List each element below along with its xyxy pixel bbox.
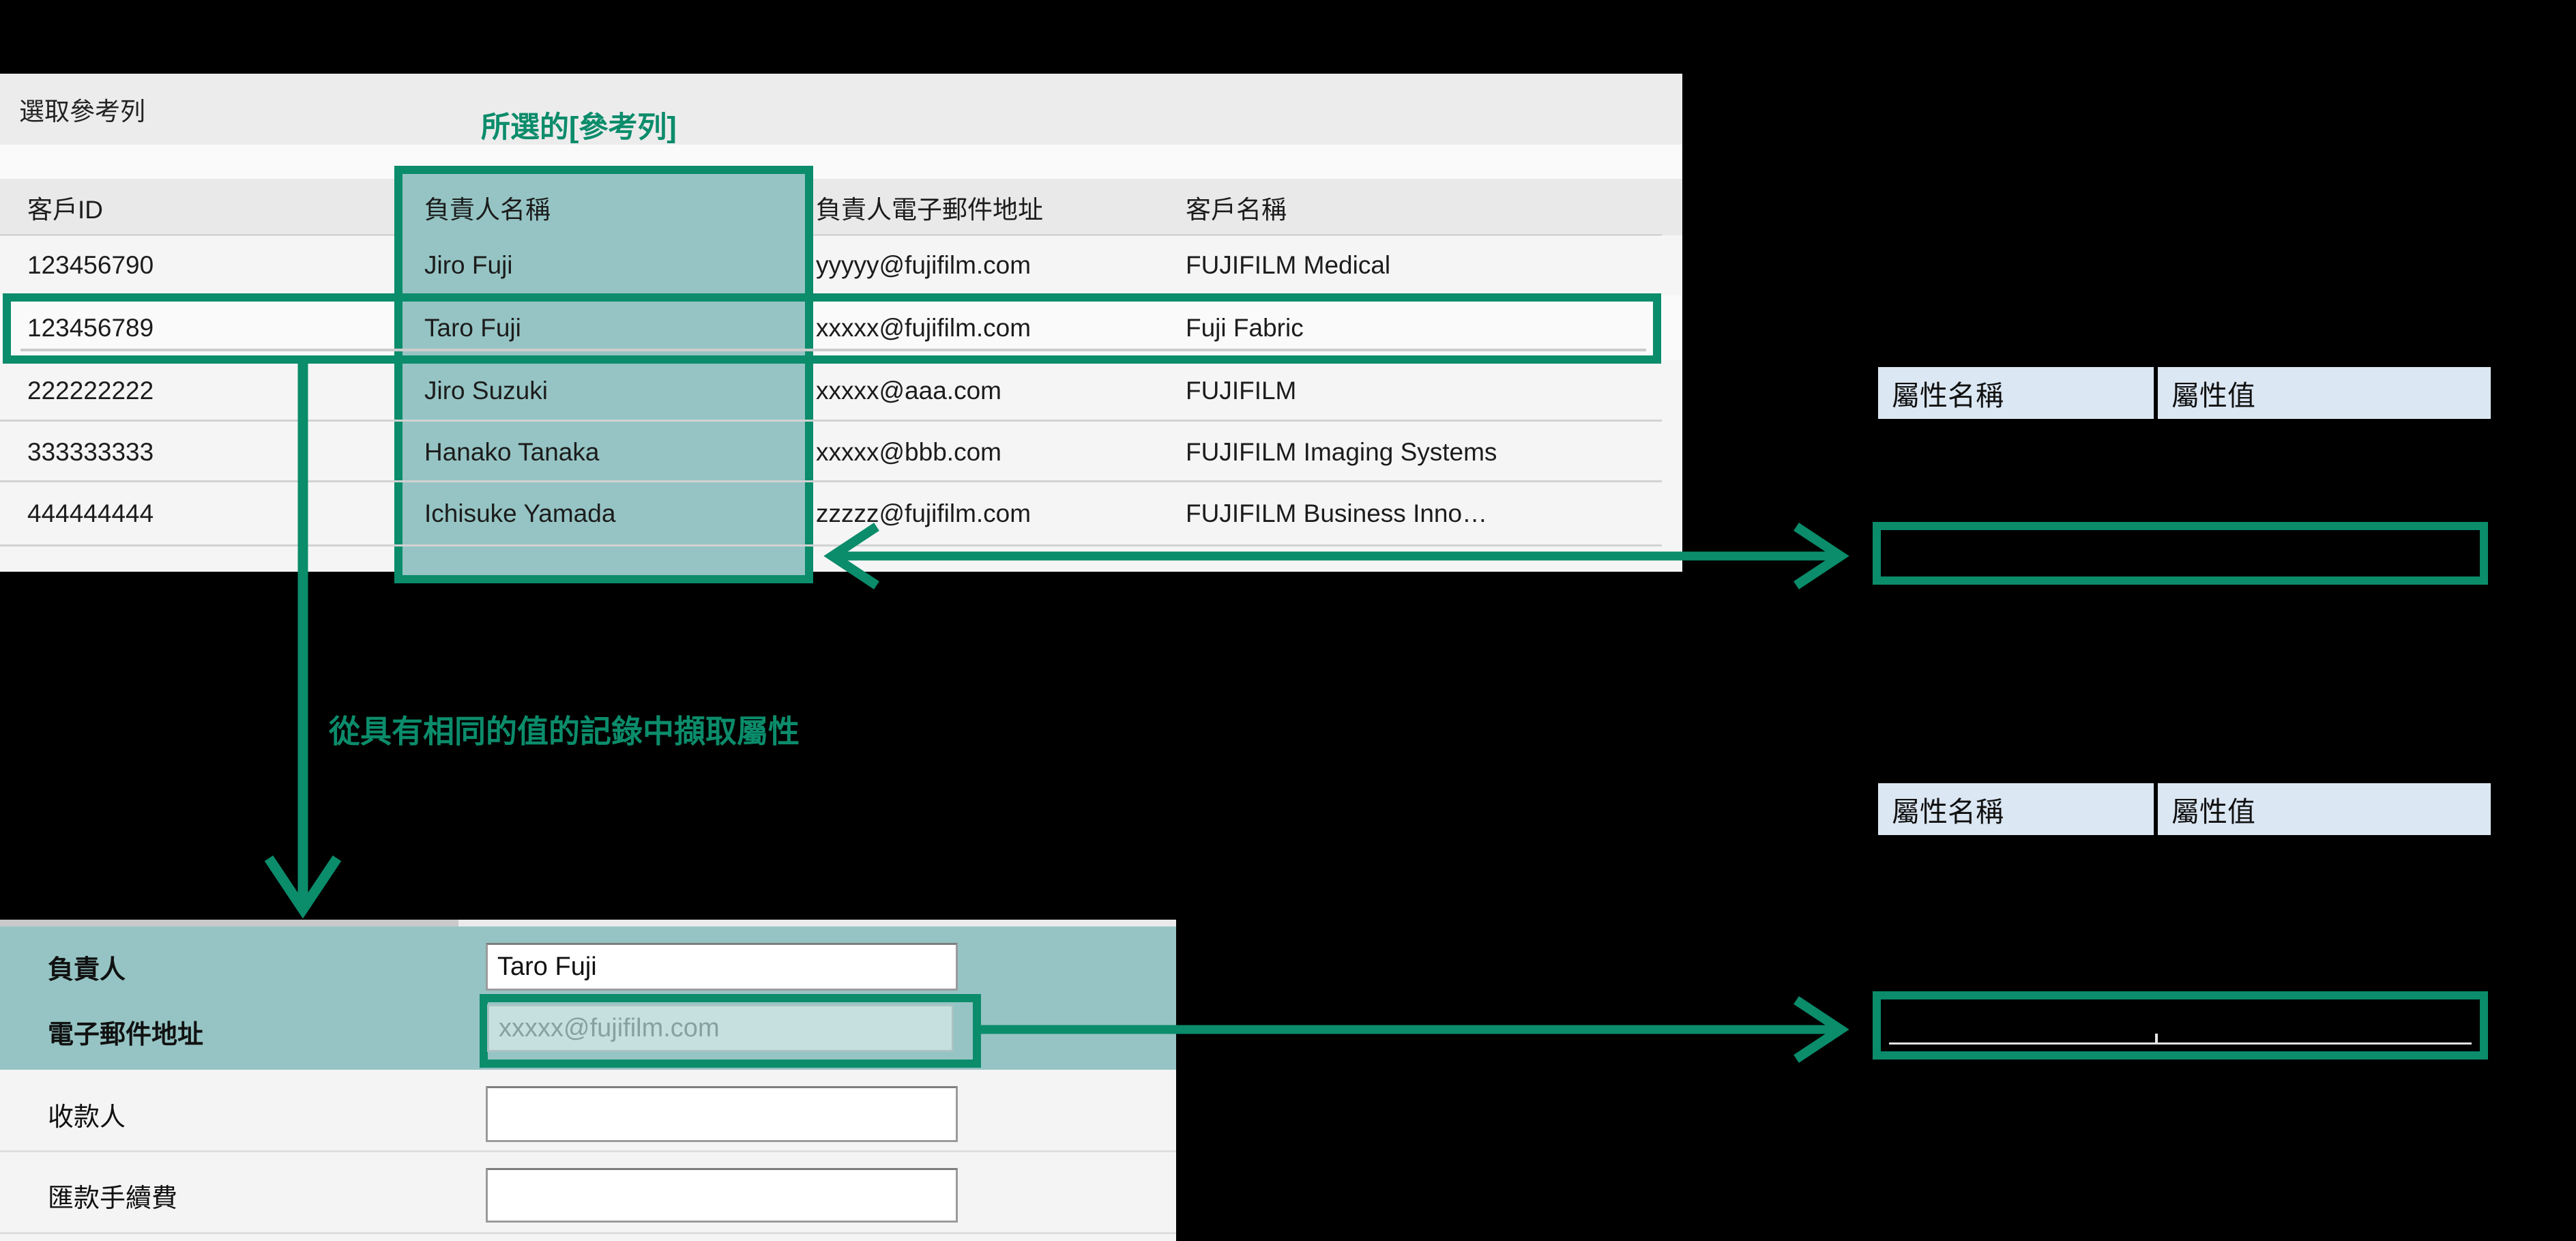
email-annotation-box bbox=[480, 994, 981, 1068]
selected-row-shadow bbox=[20, 349, 1646, 351]
cell-manager-name: Jiro Fuji bbox=[424, 251, 513, 279]
selected-row-annotation-box bbox=[3, 293, 1661, 364]
form-top-strip-left bbox=[0, 920, 458, 926]
email-input[interactable] bbox=[487, 1004, 954, 1052]
cell-customer-name: FUJIFILM bbox=[1186, 377, 1297, 405]
cell-customer-name: FUJIFILM Medical bbox=[1186, 251, 1391, 279]
extract-attributes-label: 從具有相同的值的記錄中擷取屬性 bbox=[329, 714, 800, 749]
selected-column-highlight bbox=[394, 166, 813, 583]
right-arrowhead-icon bbox=[1794, 996, 1849, 1063]
attr-name-header-cell: 屬性名稱 bbox=[1878, 367, 2154, 419]
column-header-customer-id: 客戶ID bbox=[27, 196, 103, 224]
cell-customer-id: 444444444 bbox=[27, 499, 154, 527]
table-row[interactable]: 333333333 Hanako Tanaka xxxxx@bbb.com FU… bbox=[0, 422, 1682, 482]
cell-manager-email: zzzzz@fujifilm.com bbox=[816, 499, 1031, 527]
cell-customer-name: FUJIFILM Business Inno… bbox=[1186, 499, 1488, 527]
fee-input[interactable] bbox=[486, 1168, 958, 1223]
cell-customer-id: 222222222 bbox=[27, 377, 154, 405]
payee-label: 收款人 bbox=[48, 1103, 126, 1132]
row-divider bbox=[0, 480, 1662, 482]
selected-column-label: 所選的[參考列] bbox=[481, 111, 677, 144]
cell-manager-email: xxxxx@fujifilm.com bbox=[816, 313, 1031, 342]
attribute-value-annotation-box-1 bbox=[1873, 522, 2488, 585]
email-label: 電子郵件地址 bbox=[48, 1020, 204, 1049]
attr-value-header-cell: 屬性值 bbox=[2158, 783, 2491, 835]
row-divider bbox=[0, 544, 1662, 546]
cell-customer-id: 123456790 bbox=[27, 251, 154, 279]
table-row[interactable]: 123456790 Jiro Fuji yyyyy@fujifilm.com F… bbox=[0, 235, 1682, 295]
attribute-row-divider-tick bbox=[2155, 1034, 2158, 1045]
attr-name-header: 屬性名稱 bbox=[1892, 796, 2004, 828]
attribute-table-2-header: 屬性名稱 屬性值 bbox=[1878, 783, 2491, 835]
right-arrowhead-icon bbox=[1794, 523, 1849, 589]
attribute-row-underline bbox=[1889, 1042, 2472, 1045]
table-header-row: 客戶ID 負責人名稱 負責人電子郵件地址 客戶名稱 bbox=[0, 179, 1682, 236]
attribute-value-annotation-box-2 bbox=[1873, 991, 2488, 1060]
attr-value-header: 屬性值 bbox=[2171, 796, 2255, 828]
down-arrowhead-icon bbox=[264, 855, 342, 919]
table-row[interactable]: 444444444 Ichisuke Yamada zzzzz@fujifilm… bbox=[0, 482, 1682, 544]
title-gap bbox=[0, 145, 1682, 179]
column-header-manager-name: 負責人名稱 bbox=[424, 196, 551, 224]
cell-customer-name: Fuji Fabric bbox=[1186, 313, 1304, 342]
attr-value-header-cell: 屬性值 bbox=[2158, 367, 2491, 419]
cell-manager-email: xxxxx@bbb.com bbox=[816, 437, 1001, 466]
cell-customer-name: FUJIFILM Imaging Systems bbox=[1186, 437, 1497, 466]
panel-title: 選取參考列 bbox=[19, 98, 145, 126]
cell-manager-name: Jiro Suzuki bbox=[424, 377, 548, 405]
panel-title-bar: 選取參考列 bbox=[0, 74, 1682, 145]
attr-value-header: 屬性值 bbox=[2171, 380, 2255, 411]
row-divider bbox=[0, 420, 1662, 422]
form-row-divider bbox=[0, 1150, 1176, 1152]
column-header-manager-email: 負責人電子郵件地址 bbox=[816, 196, 1043, 224]
table-row[interactable]: 222222222 Jiro Suzuki xxxxx@aaa.com FUJI… bbox=[0, 360, 1682, 422]
cell-manager-name: Taro Fuji bbox=[424, 313, 521, 342]
form-top-strip-right bbox=[458, 920, 1176, 926]
form-row-divider bbox=[0, 1232, 1176, 1234]
manager-input[interactable] bbox=[486, 943, 958, 991]
cell-manager-name: Hanako Tanaka bbox=[424, 437, 600, 466]
cell-customer-id: 333333333 bbox=[27, 437, 154, 466]
attr-name-header: 屬性名稱 bbox=[1892, 380, 2004, 411]
reference-table-panel: 選取參考列 客戶ID 負責人名稱 負責人電子郵件地址 客戶名稱 12345679… bbox=[0, 74, 1682, 583]
cell-customer-id: 123456789 bbox=[27, 313, 154, 342]
column-header-customer-name: 客戶名稱 bbox=[1186, 196, 1287, 224]
cell-manager-email: xxxxx@aaa.com bbox=[816, 377, 1001, 405]
payee-input[interactable] bbox=[486, 1086, 958, 1142]
cell-manager-email: yyyyy@fujifilm.com bbox=[816, 251, 1031, 279]
cell-manager-name: Ichisuke Yamada bbox=[424, 499, 616, 527]
attr-name-header-cell: 屬性名稱 bbox=[1878, 783, 2154, 835]
manager-label: 負責人 bbox=[48, 955, 126, 984]
fee-label: 匯款手續費 bbox=[48, 1184, 178, 1213]
attribute-table-1-header: 屬性名稱 屬性值 bbox=[1878, 367, 2491, 419]
